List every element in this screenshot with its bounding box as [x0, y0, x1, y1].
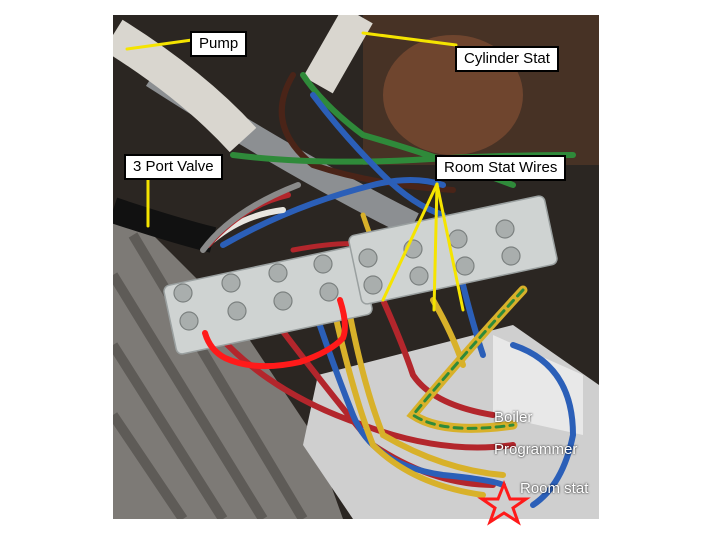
pump-label: Pump [190, 31, 248, 57]
cylinder-stat-label: Cylinder Stat [455, 46, 559, 72]
three-port-valve-label: 3 Port Valve [124, 154, 223, 180]
room-stat-label: Room stat [520, 480, 589, 497]
wiring-photo [113, 15, 599, 519]
boiler-label: Boiler [494, 409, 533, 426]
programmer-label: Programmer [494, 441, 578, 458]
room-stat-wires-label: Room Stat Wires [435, 155, 567, 181]
wiring-scene [113, 15, 599, 519]
